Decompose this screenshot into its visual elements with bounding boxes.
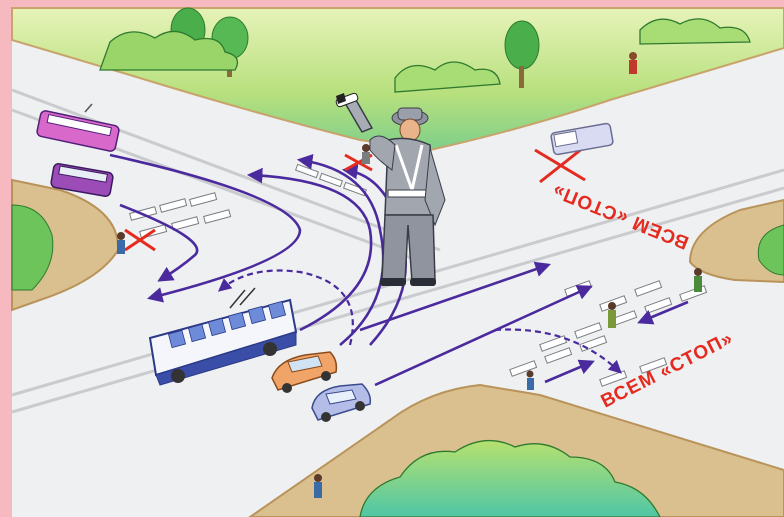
pedestrian-left xyxy=(117,232,125,254)
pedestrian-right-1 xyxy=(694,268,702,292)
pedestrian-bottom xyxy=(314,474,322,498)
pedestrian-bottom-right xyxy=(527,371,535,391)
pedestrian-top-crosswalk xyxy=(362,144,370,164)
pedestrian-right-2 xyxy=(608,302,616,328)
pedestrian-top xyxy=(629,52,637,74)
